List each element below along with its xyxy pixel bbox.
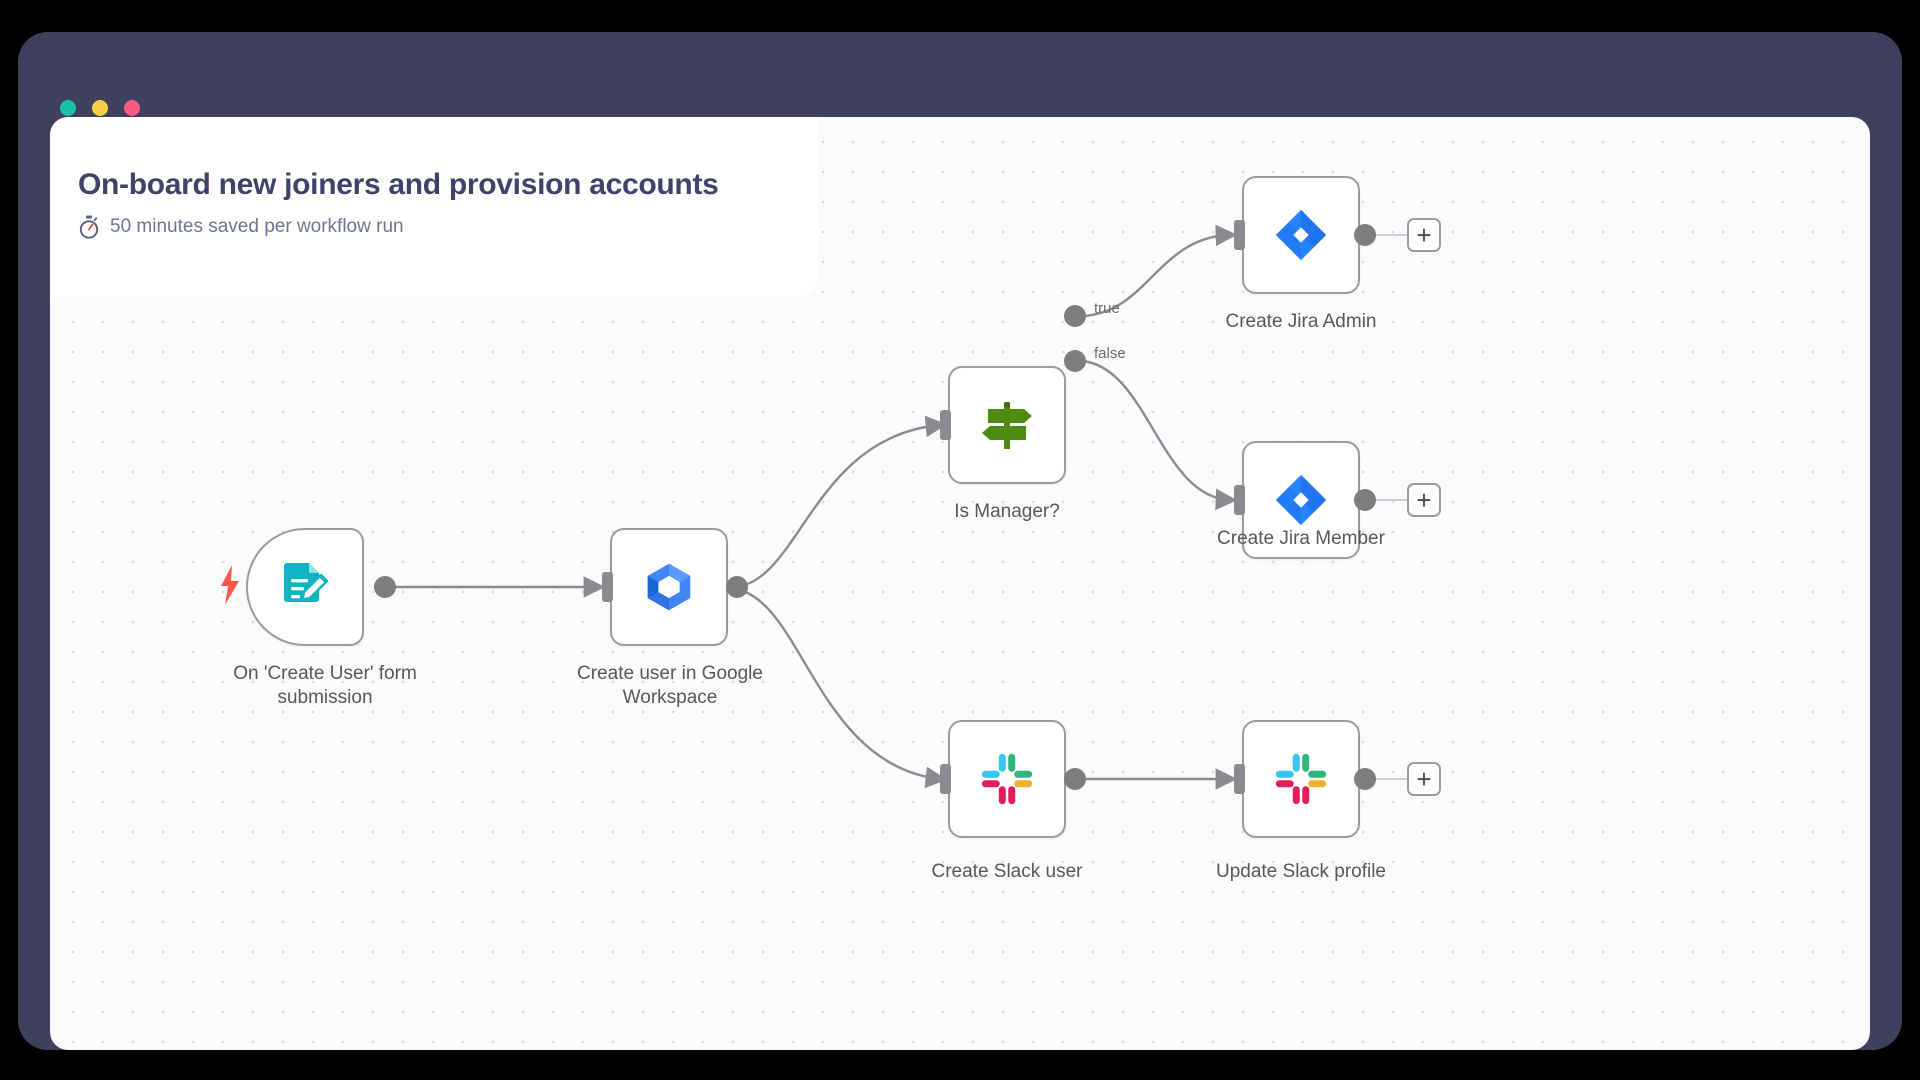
jira-diamond-icon	[1275, 474, 1327, 526]
node-label-jira-member: Create Jira Member	[1217, 528, 1385, 549]
form-edit-icon	[284, 563, 329, 602]
workflow-canvas[interactable]: On-board new joiners and provision accou…	[50, 117, 1870, 1050]
window-titlebar	[18, 32, 1902, 116]
edge-label-false: false	[1094, 345, 1126, 362]
minimize-button-icon[interactable]	[92, 100, 108, 116]
workflow-header-card: On-board new joiners and provision accou…	[50, 117, 818, 297]
port-in-google-workspace[interactable]	[602, 572, 613, 602]
node-create-jira-admin[interactable]	[1242, 176, 1360, 294]
close-button-icon[interactable]	[60, 100, 76, 116]
node-create-jira-member[interactable]	[1242, 441, 1360, 559]
jira-diamond-icon	[1275, 209, 1327, 261]
node-create-slack-user[interactable]	[948, 720, 1066, 838]
slack-icon	[1275, 753, 1327, 805]
page-title: On-board new joiners and provision accou…	[78, 168, 719, 201]
app-window: On-board new joiners and provision accou…	[18, 32, 1902, 1050]
traffic-lights	[60, 100, 140, 116]
port-out-false[interactable]	[1064, 350, 1086, 372]
node-label-slack-update: Update Slack profile	[1215, 861, 1387, 882]
edge-google-to-slack	[733, 587, 948, 789]
stopwatch-icon	[79, 215, 99, 239]
signpost-icon	[982, 402, 1032, 449]
add-node-button-jira-member[interactable]: +	[1407, 483, 1441, 517]
port-in-slack-create[interactable]	[940, 764, 951, 794]
port-in-jira-admin[interactable]	[1234, 220, 1245, 250]
port-out-true[interactable]	[1064, 305, 1086, 327]
port-out-slack-create[interactable]	[1064, 768, 1086, 790]
edge-google-to-switch	[733, 415, 948, 589]
node-is-manager-switch[interactable]	[948, 366, 1066, 484]
node-update-slack-profile[interactable]	[1242, 720, 1360, 838]
node-label-is-manager: Is Manager?	[954, 501, 1060, 522]
node-label-jira-admin: Create Jira Admin	[1225, 311, 1377, 332]
add-node-button-jira-admin[interactable]: +	[1407, 218, 1441, 252]
port-in-slack-update[interactable]	[1234, 764, 1245, 794]
google-workspace-hexagon-icon	[647, 563, 691, 611]
trigger-bolt-icon	[218, 565, 242, 610]
port-out-jira-admin[interactable]	[1354, 224, 1376, 246]
maximize-button-icon[interactable]	[124, 100, 140, 116]
node-label-slack-create: Create Slack user	[931, 861, 1083, 882]
node-label-google-workspace: Create user in Google Workspace	[577, 663, 763, 708]
slack-icon	[981, 753, 1033, 805]
port-in-is-manager[interactable]	[940, 410, 951, 440]
time-saved-row: 50 minutes saved per workflow run	[78, 215, 818, 239]
edge-true-to-jira-admin	[1081, 224, 1238, 318]
add-node-button-slack-update[interactable]: +	[1407, 762, 1441, 796]
port-out-trigger[interactable]	[374, 576, 396, 598]
port-out-google-workspace[interactable]	[726, 576, 748, 598]
node-trigger-form-submission[interactable]	[246, 528, 364, 646]
connection-edges-layer	[382, 224, 1407, 790]
edge-false-to-jira-member	[1081, 359, 1238, 511]
time-saved-label: 50 minutes saved per workflow run	[110, 216, 404, 237]
port-in-jira-member[interactable]	[1234, 485, 1245, 515]
node-create-user-google-workspace[interactable]	[610, 528, 728, 646]
edge-label-true: true	[1094, 300, 1120, 317]
port-out-slack-update[interactable]	[1354, 768, 1376, 790]
port-out-jira-member[interactable]	[1354, 489, 1376, 511]
node-label-trigger: On 'Create User' form submission	[233, 663, 417, 708]
